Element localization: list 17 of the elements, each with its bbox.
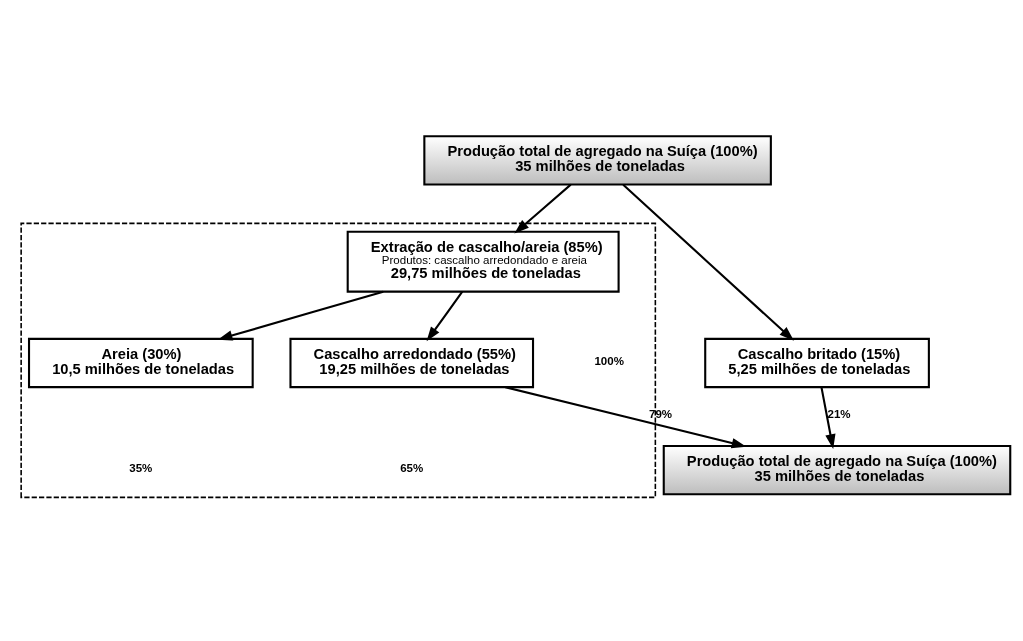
arrow bbox=[426, 290, 464, 341]
node-box: Cascalho britado (15%) 5,25 milhões de toneladas bbox=[704, 337, 930, 388]
edge-label: 21% bbox=[827, 407, 851, 420]
arrow bbox=[217, 290, 384, 340]
node-box: Areia (30%) 10,5 milhões de toneladas bbox=[27, 337, 254, 388]
node-box: Produção total de agregado na Suíça (100%) 35 milhões de toneladas bbox=[423, 134, 772, 186]
arrow bbox=[622, 183, 794, 341]
node-box: Cascalho arredondado (55%) 19,25 milhões de toneladas bbox=[289, 337, 535, 388]
arrow bbox=[514, 183, 572, 234]
label: 35% bbox=[129, 461, 153, 474]
label: 100% bbox=[594, 354, 624, 367]
node-box: Produção total de agregado na Suíça (100%) 35 milhões de toneladas bbox=[662, 444, 1012, 495]
edge-label: 79% bbox=[649, 407, 673, 420]
node-box: Extração de cascalho/areia (85%) Produtos: cascalho arredondado e areia 29,75 milhões de toneladas bbox=[346, 230, 620, 293]
arrow bbox=[505, 385, 747, 448]
arrow bbox=[820, 386, 836, 449]
label: 65% bbox=[400, 461, 424, 474]
